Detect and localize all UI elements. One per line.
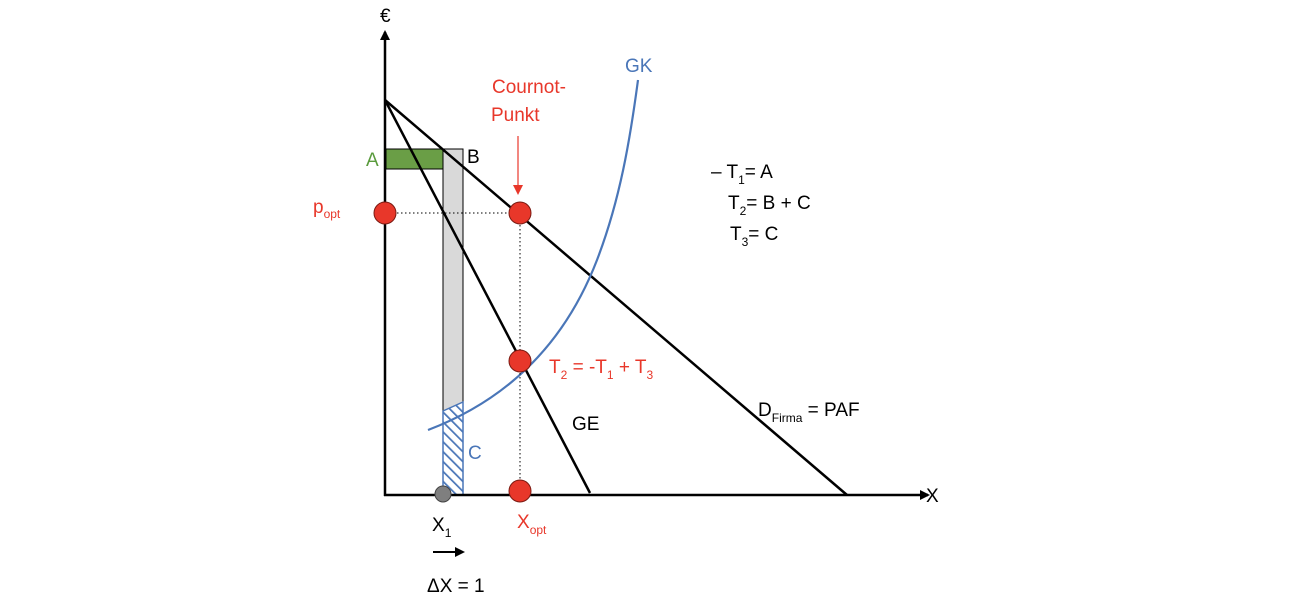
gk-curve (427, 79, 640, 432)
t2-point (508, 349, 532, 373)
ge-label: GE (572, 414, 599, 435)
gk-label: GK (625, 56, 653, 77)
area-c-label: C (468, 443, 482, 464)
cournot-label-line2: Punkt (491, 105, 540, 126)
demand-label: DFirma = PAF (758, 400, 860, 425)
ge-curve (383, 99, 592, 494)
x1-point (434, 485, 452, 503)
x-axis-label: X (926, 486, 939, 507)
y-axis-label: € (380, 6, 391, 27)
legend-t1: – T1= A (711, 162, 773, 187)
cournot-point (508, 201, 532, 225)
xopt-label: Xopt (517, 512, 547, 537)
legend-t3: T3= C (730, 224, 778, 249)
area-a-label: A (366, 150, 379, 171)
legend-t2: T2= B + C (728, 193, 811, 218)
area-b-label: B (467, 147, 480, 168)
x1-label: X1 (432, 515, 452, 540)
popt-label: popt (313, 197, 341, 221)
demand-curve (384, 99, 848, 496)
popt-point (373, 201, 397, 225)
xopt-point (508, 479, 532, 503)
area-b-column (442, 148, 464, 412)
cournot-label-line1: Cournot- (492, 77, 566, 98)
delta-x-label: ΔX = 1 (427, 576, 485, 597)
t2-equation-label: T2 = -T1 + T3 (549, 357, 654, 382)
